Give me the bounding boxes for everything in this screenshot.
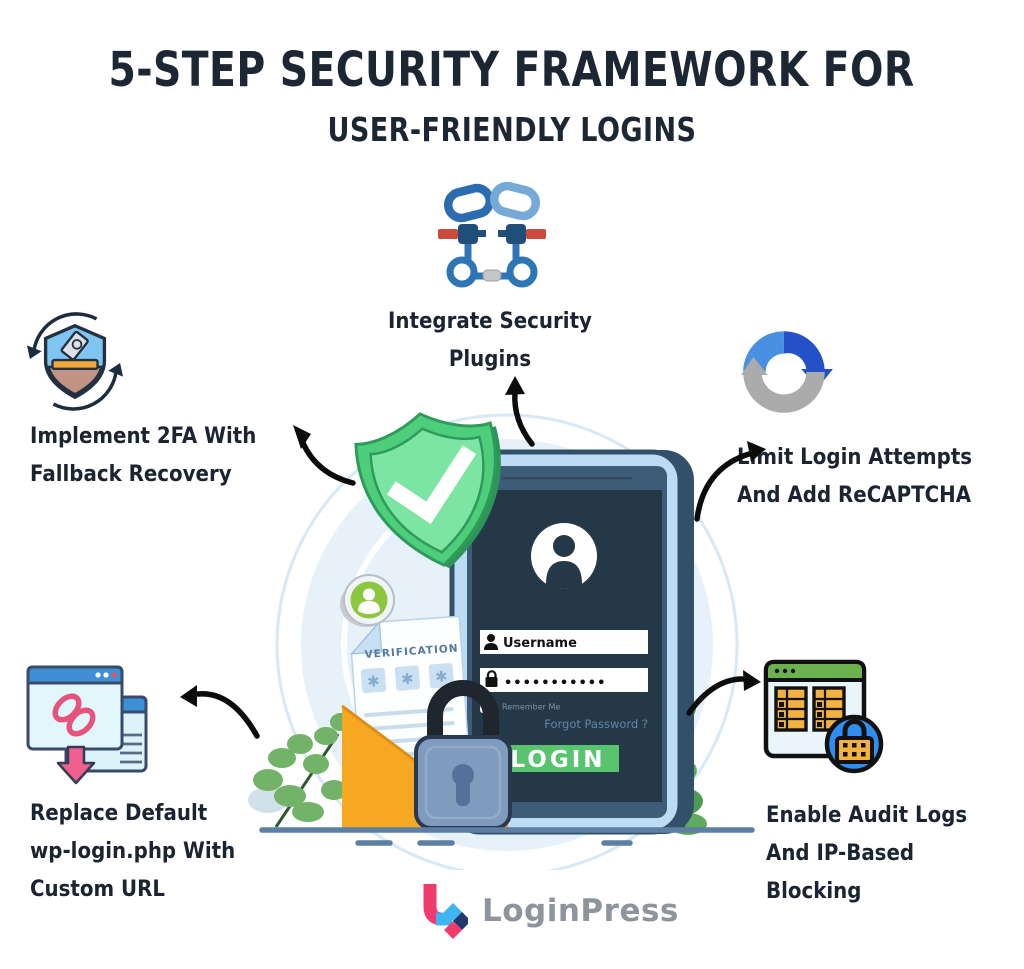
chain-link-dark (443, 183, 495, 223)
password-field: ••••••••••• (480, 668, 648, 692)
arrow-to-top (512, 389, 535, 447)
asterisk-1: ✱ (367, 672, 381, 691)
asterisk-3: ✱ (435, 667, 449, 686)
loginpress-logo-text: LoginPress (482, 893, 679, 929)
login-button: LOGIN (497, 745, 619, 773)
keyhole (452, 764, 474, 786)
padlock-body (835, 736, 874, 764)
left-plant (248, 713, 352, 828)
user-badge-icon (340, 574, 395, 627)
security-plugins-chain-icon (432, 182, 552, 300)
auth-card (60, 330, 89, 361)
arrow-to-bottom-left (195, 691, 260, 739)
step-integrate-line1: Integrate Security (388, 309, 592, 334)
step-recaptcha-line2: And Add ReCAPTCHA (737, 483, 972, 508)
phone-illustration: Username ••••••••••• Remember Me Forgot … (449, 449, 694, 835)
2fa-shield-icon (26, 310, 124, 412)
refresh-arc-top (32, 312, 98, 352)
page-title-line2: USER-FRIENDLY LOGINS (0, 110, 1024, 149)
avatar-icon (531, 523, 597, 589)
login-button-label: LOGIN (510, 747, 605, 773)
loginpress-logo: LoginPress (414, 882, 679, 940)
step-label-recaptcha: Limit Login Attempts And Add ReCAPTCHA (737, 439, 972, 515)
page-title-line1-text: 5-STEP SECURITY FRAMEWORK FOR (108, 42, 916, 98)
user-icon (487, 634, 495, 642)
recaptcha-icon (736, 324, 838, 420)
step-label-audit: Enable Audit Logs And IP-Based Blocking (766, 797, 967, 911)
step-custom-url-line3: Custom URL (30, 877, 165, 902)
browser-link-icon (24, 663, 150, 789)
step-recaptcha-line1: Limit Login Attempts (737, 445, 973, 470)
loginpress-logo-icon (423, 884, 468, 939)
asterisk-2: ✱ (401, 670, 415, 689)
step-custom-url-line2: wp-login.php With (30, 839, 236, 864)
text-lines (120, 733, 142, 764)
arrowhead-bottom-right (743, 670, 761, 691)
arrowhead-bottom-left (180, 685, 197, 707)
recaptcha-gray-arc (743, 372, 825, 413)
recaptcha-darkblue-arc (783, 331, 825, 372)
central-illustration: Username ••••••••••• Remember Me Forgot … (180, 376, 766, 870)
lock-icon (486, 670, 497, 678)
step-2fa-line1: Implement 2FA With (30, 424, 257, 449)
folded-corner (350, 620, 383, 655)
arrow-to-right (694, 451, 752, 522)
padlock-icon (414, 680, 512, 830)
step-label-custom-url: Replace Default wp-login.php With Custom… (30, 795, 235, 909)
step-label-2fa: Implement 2FA With Fallback Recovery (30, 418, 256, 494)
step-integrate-line2: Plugins (448, 347, 532, 372)
chain-link-light (489, 182, 541, 221)
step-custom-url-line1: Replace Default (30, 801, 208, 826)
arrowhead-right (747, 441, 766, 462)
arrow-to-bottom-right (686, 676, 747, 716)
refresh-arc-bottom (52, 370, 118, 411)
page-title-line1: 5-STEP SECURITY FRAMEWORK FOR (0, 42, 1024, 98)
card-slot (51, 358, 99, 371)
ground-line (259, 827, 755, 846)
arrow-to-left (300, 440, 356, 486)
password-dots: ••••••••••• (504, 676, 606, 691)
step-audit-line1: Enable Audit Logs (766, 803, 968, 828)
audit-log-lock-icon (762, 658, 892, 784)
page-title-line2-text: USER-FRIENDLY LOGINS (327, 110, 697, 149)
username-placeholder: Username (503, 636, 577, 651)
arrowhead-left (293, 425, 311, 449)
step-2fa-line2: Fallback Recovery (30, 462, 232, 487)
username-field: Username (480, 630, 648, 654)
padlock-shackle (427, 680, 499, 745)
background-outer-ring (275, 413, 739, 870)
document-lines (363, 707, 456, 759)
down-arrow (56, 745, 96, 785)
padlock-shackle (842, 719, 867, 740)
shield-lower (46, 365, 104, 396)
forgot-password-link: Forgot Password ? (544, 717, 648, 731)
link-ring-2 (66, 707, 96, 737)
check-mark (386, 445, 477, 524)
shield-check-icon (354, 412, 501, 569)
step-audit-line3: Blocking (766, 879, 862, 904)
step-audit-line2: And IP-Based (766, 841, 915, 866)
step-label-integrate: Integrate Security Plugins (346, 303, 634, 379)
audit-table-1 (774, 686, 808, 732)
arrowhead-top (505, 376, 525, 395)
remember-label: Remember Me (502, 703, 560, 712)
